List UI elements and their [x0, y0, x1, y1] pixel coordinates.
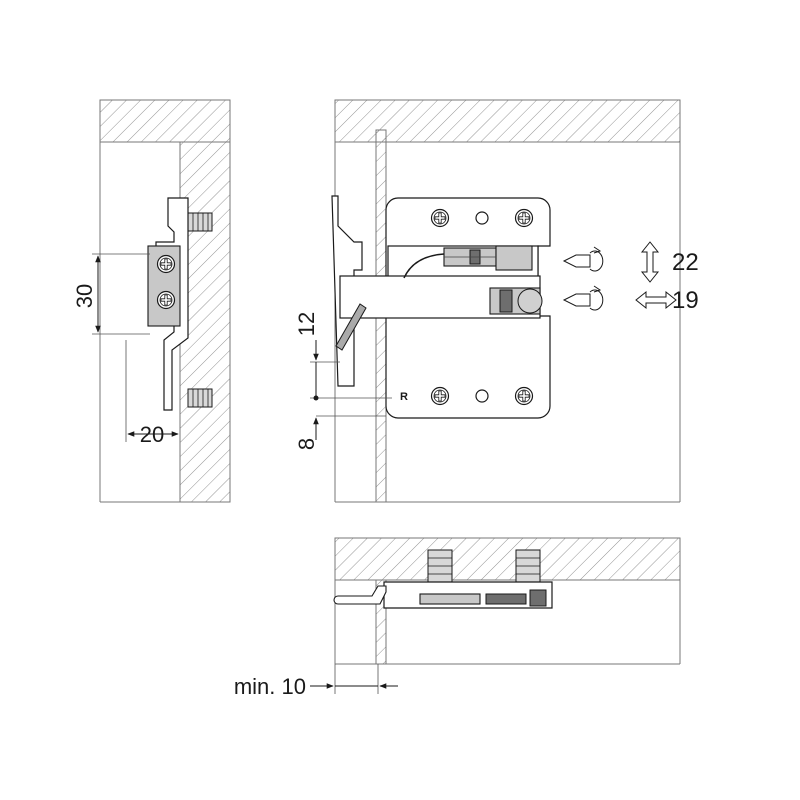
- front-view: R 22: [294, 99, 699, 503]
- arm-spring-clip: [335, 303, 367, 351]
- dimension-30: 30: [72, 284, 97, 308]
- adjust-screw-lower: [156, 290, 176, 310]
- dimension-min10: min. 10: [234, 674, 306, 699]
- side-section-view: 30 20: [72, 99, 231, 503]
- top-panel-front: [334, 99, 681, 143]
- dowel-upper: [187, 212, 213, 232]
- fixing-screw-bottom-right: [514, 386, 534, 406]
- center-hole-bottom: [475, 389, 489, 403]
- plan-view: min. 10: [234, 537, 681, 699]
- adjust-screw-upper: [156, 254, 176, 274]
- dowel-lower: [187, 388, 213, 408]
- door-edge-plan: [375, 579, 387, 665]
- screwdriver-icon: [562, 246, 604, 272]
- dowel-plan-right: [515, 549, 541, 583]
- dowel-plan-left: [427, 549, 453, 583]
- top-panel-section: [99, 99, 231, 143]
- double-arrow-vertical-icon: [640, 241, 660, 283]
- fixing-screw-top-left: [430, 208, 450, 228]
- center-hole-top: [475, 211, 489, 225]
- screwdriver-icon: [562, 285, 604, 311]
- dimension-19: 19: [672, 287, 699, 314]
- adjuster-mechanism: [403, 245, 543, 315]
- dimension-8: 8: [294, 438, 319, 450]
- side-marker-r: R: [400, 391, 408, 403]
- cabinet-panel-plan: [334, 537, 681, 581]
- dimension-12: 12: [294, 312, 319, 336]
- fixing-screw-top-right: [514, 208, 534, 228]
- hinge-plan-arm: [333, 585, 387, 605]
- dimension-20: 20: [140, 422, 164, 447]
- dimension-22: 22: [672, 249, 699, 276]
- fixing-screw-bottom-left: [430, 386, 450, 406]
- double-arrow-horizontal-icon: [635, 290, 677, 310]
